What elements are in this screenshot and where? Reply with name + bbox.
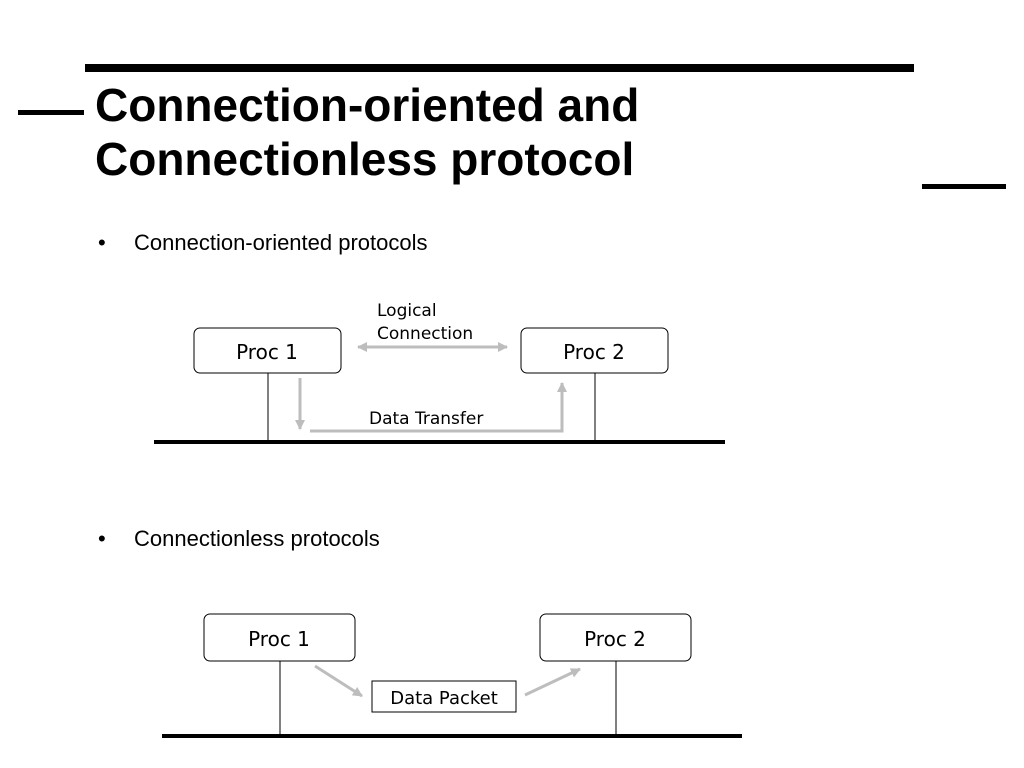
- bullet-connectionless: • Connectionless protocols: [98, 526, 380, 552]
- connectionless-diagram: Proc 1 Proc 2 Data Packet: [162, 613, 742, 738]
- packet-arrow-from-proc1: [314, 664, 363, 698]
- left-accent-rule: [18, 110, 84, 115]
- data-transfer-label: Data Transfer: [369, 409, 483, 429]
- bullet-connection-oriented: • Connection-oriented protocols: [98, 230, 428, 256]
- logical-label-line-1: Logical: [377, 301, 437, 321]
- proc1-label: Proc 1: [248, 627, 310, 651]
- proc2-box: Proc 2: [520, 327, 669, 374]
- bullet-text: Connectionless protocols: [134, 526, 380, 551]
- proc1-box: Proc 1: [193, 327, 342, 374]
- proc1-label: Proc 1: [236, 340, 298, 364]
- title-line-1: Connection-oriented and: [95, 79, 640, 131]
- logical-connection-label: Logical Connection: [377, 301, 473, 344]
- data-packet-label: Data Packet: [390, 688, 498, 709]
- packet-arrow-to-proc2: [524, 667, 581, 697]
- top-rule: [85, 64, 914, 72]
- connection-oriented-diagram: Proc 1 Proc 2 Logical Connection Data Tr…: [154, 301, 725, 444]
- right-accent-rule: [922, 184, 1006, 189]
- data-packet-box: Data Packet: [371, 680, 517, 713]
- title-line-2: Connectionless protocol: [95, 133, 635, 185]
- data-transfer-arrow-path: [310, 382, 567, 433]
- bullet-dot: •: [98, 526, 106, 551]
- logical-label-line-2: Connection: [377, 324, 473, 344]
- proc2-box: Proc 2: [539, 613, 692, 662]
- proc1-box: Proc 1: [203, 613, 356, 662]
- bullet-dot: •: [98, 230, 106, 255]
- bullet-text: Connection-oriented protocols: [134, 230, 428, 255]
- proc2-label: Proc 2: [584, 627, 646, 651]
- slide-title: Connection-oriented and Connectionless p…: [95, 78, 639, 186]
- proc2-label: Proc 2: [563, 340, 625, 364]
